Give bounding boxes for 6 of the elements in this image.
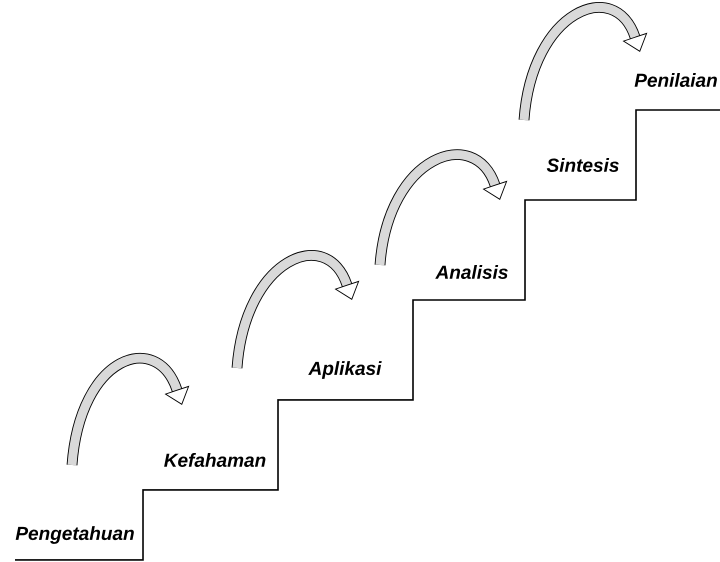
step-label: Penilaian	[634, 73, 717, 87]
step-label: Analisis	[435, 265, 508, 279]
step-label: Aplikasi	[308, 361, 382, 379]
step-label: Pengetahuan	[16, 526, 134, 544]
step-label: Sintesis	[546, 158, 619, 172]
step-label: Kefahaman	[164, 453, 266, 467]
